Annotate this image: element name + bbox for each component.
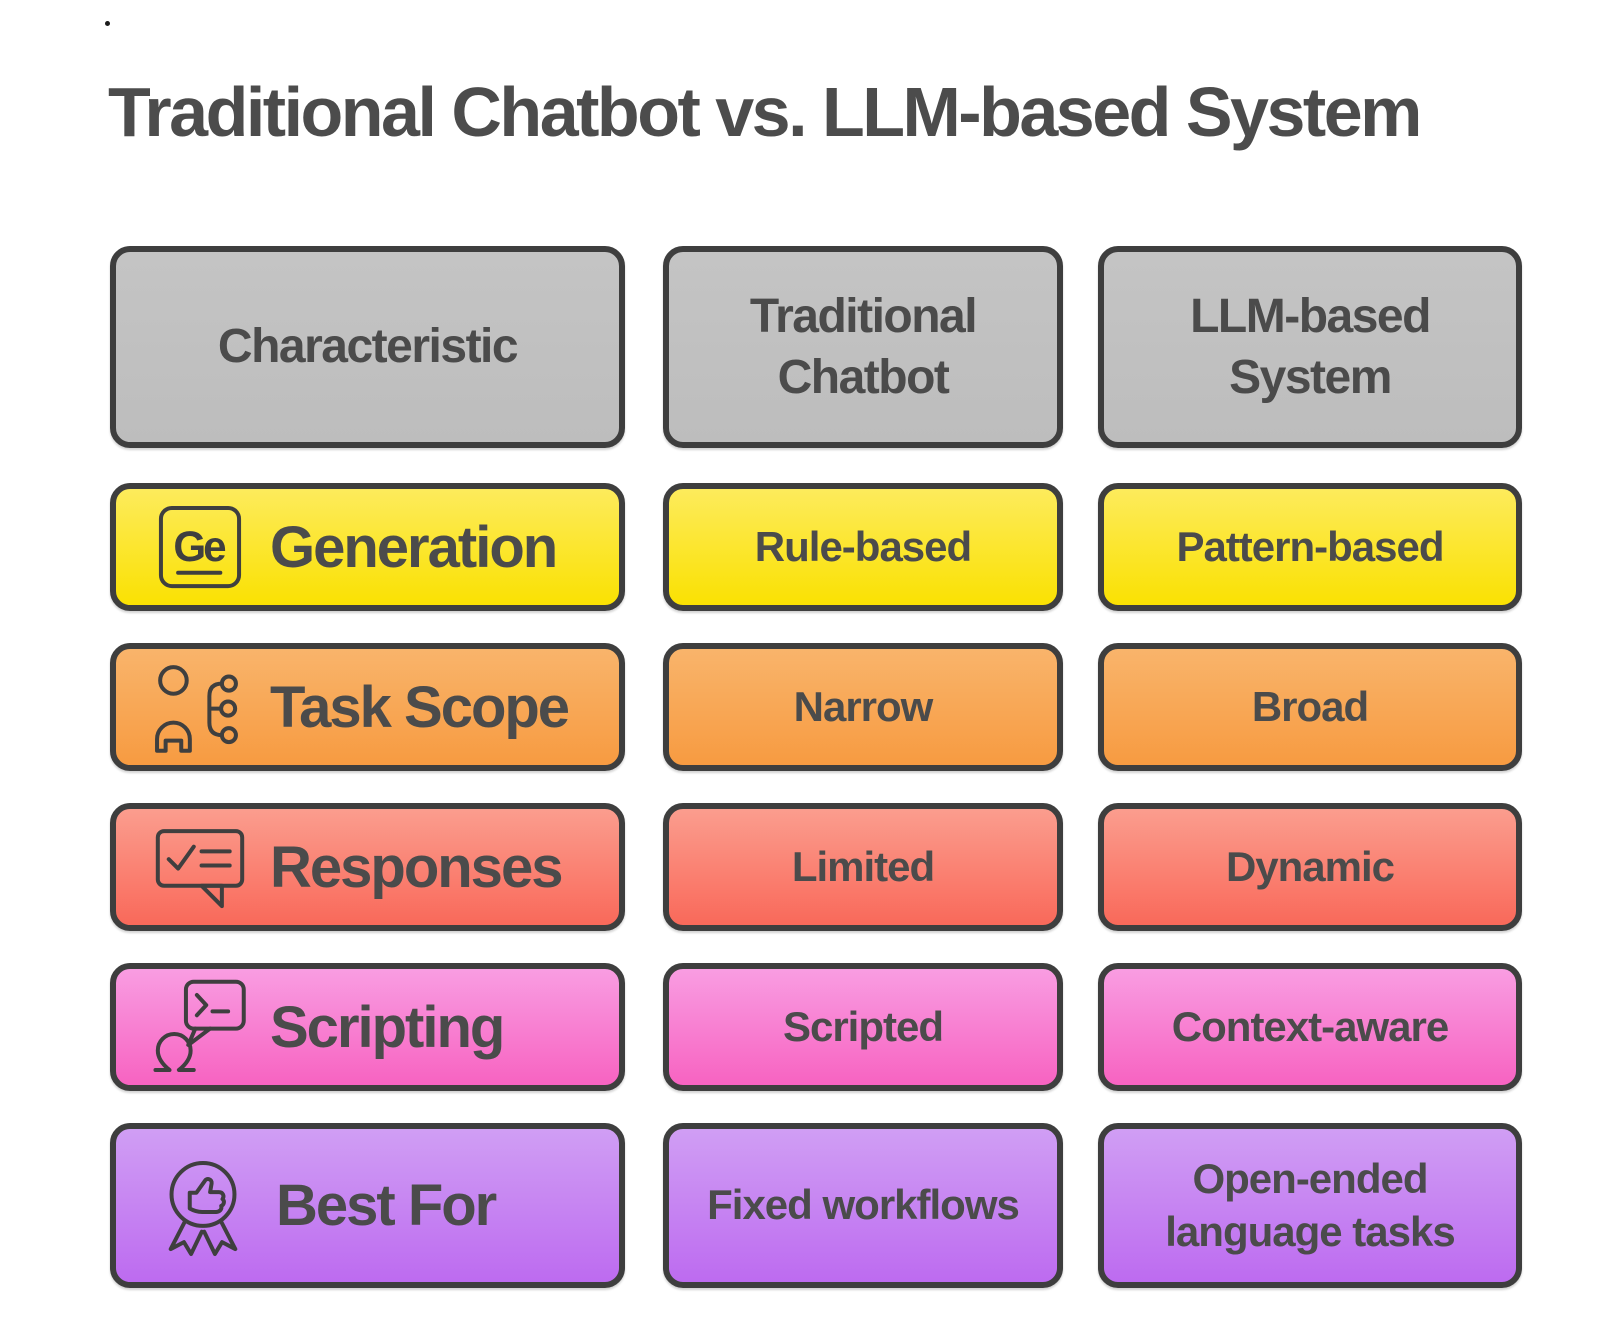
cell-generation-llm: Pattern-based xyxy=(1098,483,1522,611)
cell-generation-traditional: Rule-based xyxy=(663,483,1063,611)
cell-task-scope-traditional: Narrow xyxy=(663,643,1063,771)
cell-value: Fixed workflows xyxy=(707,1181,1020,1229)
row-responses-label-cell: Responses xyxy=(110,803,625,931)
header-label: LLM-based System xyxy=(1190,289,1431,404)
row-label: Responses xyxy=(270,834,563,900)
cell-value: Open-ended language tasks xyxy=(1165,1155,1455,1255)
row-scripting-label-cell: Scripting xyxy=(110,963,625,1091)
person-branch-icon xyxy=(150,657,250,757)
row-label: Best For xyxy=(276,1173,497,1238)
row-task-scope-label-cell: Task Scope xyxy=(110,643,625,771)
cell-scripting-llm: Context-aware xyxy=(1098,963,1522,1091)
cell-best-for-traditional: Fixed workflows xyxy=(663,1123,1063,1288)
header-label: Characteristic xyxy=(217,320,519,374)
header-label: Traditional Chatbot xyxy=(749,289,978,404)
cell-best-for-llm: Open-ended language tasks xyxy=(1098,1123,1522,1288)
cell-responses-llm: Dynamic xyxy=(1098,803,1522,931)
cell-value: Pattern-based xyxy=(1176,522,1444,570)
cell-value: Context-aware xyxy=(1171,1002,1449,1050)
row-best-for-label-cell: Best For xyxy=(110,1123,625,1288)
cell-value: Rule-based xyxy=(754,522,972,570)
row-label: Task Scope xyxy=(270,674,570,740)
page-title: Traditional Chatbot vs. LLM-based System xyxy=(108,73,1422,151)
svg-text:Ge: Ge xyxy=(173,523,226,570)
header-traditional-chatbot: Traditional Chatbot xyxy=(663,246,1063,448)
cell-value: Dynamic xyxy=(1225,842,1395,890)
stray-dot xyxy=(105,21,110,26)
ge-element-icon: Ge xyxy=(150,497,250,597)
header-characteristic: Characteristic xyxy=(110,246,625,448)
chat-checklist-icon xyxy=(150,817,250,917)
row-label: Scripting xyxy=(270,994,505,1060)
award-thumbs-icon xyxy=(150,1153,256,1259)
cell-value: Narrow xyxy=(793,682,934,730)
row-label: Generation xyxy=(270,514,558,580)
cell-value: Limited xyxy=(791,842,935,890)
row-generation-label-cell: Ge Generation xyxy=(110,483,625,611)
cell-value: Scripted xyxy=(782,1002,944,1050)
header-llm-based-system: LLM-based System xyxy=(1098,246,1522,448)
cell-scripting-traditional: Scripted xyxy=(663,963,1063,1091)
cell-task-scope-llm: Broad xyxy=(1098,643,1522,771)
person-terminal-icon xyxy=(150,977,250,1077)
cell-value: Broad xyxy=(1251,682,1369,730)
cell-responses-traditional: Limited xyxy=(663,803,1063,931)
